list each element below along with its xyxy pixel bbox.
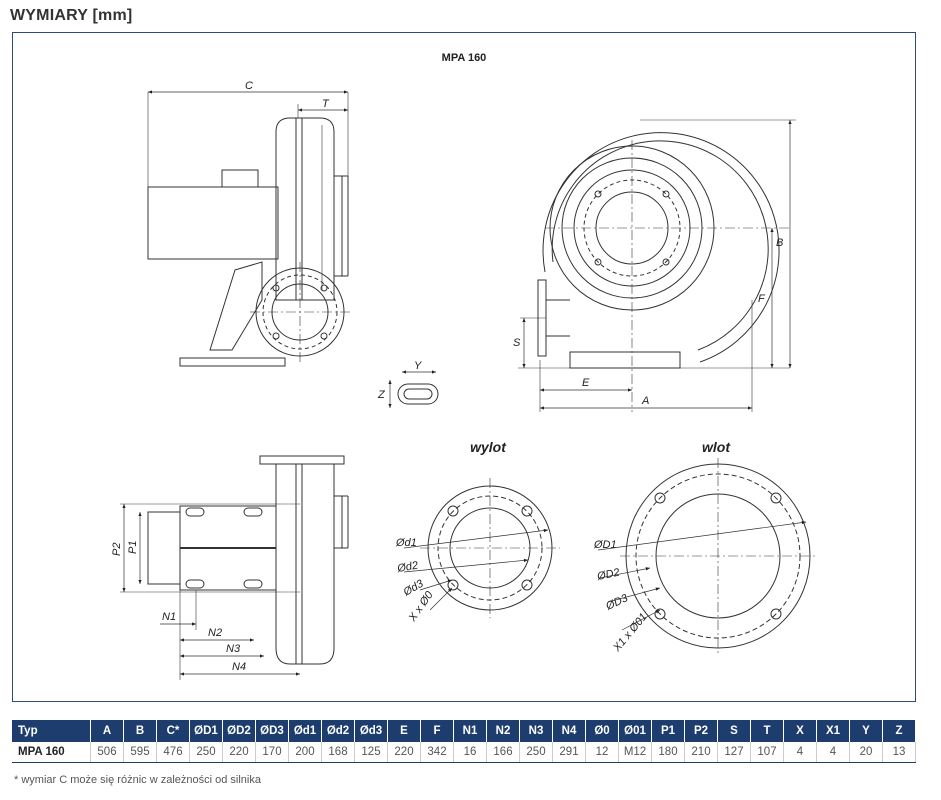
col-header: ØD3 xyxy=(255,720,289,742)
col-header: N2 xyxy=(486,720,520,742)
outlet-flange xyxy=(403,478,560,618)
dim-label-oD1: ØD1 xyxy=(593,539,617,551)
table-cell: M12 xyxy=(618,742,652,763)
table-cell: 250 xyxy=(519,742,553,763)
dim-label-s: S xyxy=(513,337,521,349)
col-header: ØD2 xyxy=(222,720,256,742)
dim-label-od2: Ød2 xyxy=(395,560,419,576)
col-header: X xyxy=(783,720,817,742)
table-header-row: Typ A B C* ØD1 ØD2 ØD3 Ød1 Ød2 Ød3 E F N… xyxy=(12,720,916,742)
col-header: T xyxy=(750,720,784,742)
col-header: Ø0 xyxy=(585,720,619,742)
inlet-flange xyxy=(597,458,816,654)
table-cell: 127 xyxy=(717,742,751,763)
col-header: ØD1 xyxy=(189,720,223,742)
col-header: Y xyxy=(849,720,883,742)
dim-label-x1-o01: X1 x Ø01 xyxy=(610,611,649,655)
model-label: MPA 160 xyxy=(442,52,487,64)
table-cell: 166 xyxy=(486,742,520,763)
col-header: Ød3 xyxy=(354,720,388,742)
table-cell: 291 xyxy=(552,742,586,763)
dim-label-p1: P1 xyxy=(127,541,139,554)
table-cell: 476 xyxy=(156,742,190,763)
col-header: N3 xyxy=(519,720,553,742)
dimensions-table: Typ A B C* ØD1 ØD2 ØD3 Ød1 Ød2 Ød3 E F N… xyxy=(12,720,916,763)
table-cell: 4 xyxy=(816,742,850,763)
col-header: X1 xyxy=(816,720,850,742)
table-row: MPA 160 506 595 476 250 220 170 200 168 … xyxy=(12,742,916,763)
col-header: P1 xyxy=(651,720,685,742)
col-header: N1 xyxy=(453,720,487,742)
table-cell: MPA 160 xyxy=(12,742,91,763)
technical-drawing: MPA 160 C T xyxy=(111,52,816,680)
table-cell: 220 xyxy=(222,742,256,763)
table-cell: 506 xyxy=(90,742,124,763)
dim-label-e: E xyxy=(582,377,590,389)
table-cell: 107 xyxy=(750,742,784,763)
table-cell: 168 xyxy=(321,742,355,763)
col-header: B xyxy=(123,720,157,742)
outlet-label: wylot xyxy=(470,439,507,455)
col-header: C* xyxy=(156,720,190,742)
col-header: Typ xyxy=(12,720,91,742)
col-header: S xyxy=(717,720,751,742)
side-view xyxy=(147,90,350,367)
table-cell: 12 xyxy=(585,742,619,763)
dim-label-n3: N3 xyxy=(226,643,241,655)
dim-label-n2: N2 xyxy=(208,627,222,639)
dim-label-y: Y xyxy=(414,360,422,372)
dim-label-c: C xyxy=(245,80,253,92)
drawing-frame xyxy=(12,32,916,702)
dim-label-oD2: ØD2 xyxy=(595,566,621,583)
col-header: Ød2 xyxy=(321,720,355,742)
front-view xyxy=(518,119,796,412)
table-cell: 180 xyxy=(651,742,685,763)
table-cell: 220 xyxy=(387,742,421,763)
col-header: E xyxy=(387,720,421,742)
dim-label-t: T xyxy=(322,98,330,110)
dim-label-f: F xyxy=(758,293,766,305)
dim-label-p2: P2 xyxy=(111,543,123,556)
table-cell: 595 xyxy=(123,742,157,763)
dim-label-od1: Ød1 xyxy=(395,537,417,549)
table-cell: 16 xyxy=(453,742,487,763)
table-cell: 20 xyxy=(849,742,883,763)
col-header: Ød1 xyxy=(288,720,322,742)
table-cell: 125 xyxy=(354,742,388,763)
table-cell: 210 xyxy=(684,742,718,763)
table-cell: 170 xyxy=(255,742,289,763)
table-cell: 200 xyxy=(288,742,322,763)
col-header: Ø01 xyxy=(618,720,652,742)
dim-label-oD3: ØD3 xyxy=(603,592,630,613)
footnote: * wymiar C może się różnic w zależności … xyxy=(14,774,261,786)
col-header: F xyxy=(420,720,454,742)
dim-label-n1: N1 xyxy=(162,611,176,623)
dim-label-n4: N4 xyxy=(232,661,246,673)
table-cell: 342 xyxy=(420,742,454,763)
table-cell: 13 xyxy=(882,742,916,763)
inlet-label: wlot xyxy=(702,439,731,455)
col-header: N4 xyxy=(552,720,586,742)
dim-label-a: A xyxy=(641,395,649,407)
slot-detail xyxy=(388,370,439,408)
section-title: WYMIARY [mm] xyxy=(10,7,133,24)
table-cell: 4 xyxy=(783,742,817,763)
col-header: P2 xyxy=(684,720,718,742)
col-header: A xyxy=(90,720,124,742)
table-cell: 250 xyxy=(189,742,223,763)
col-header: Z xyxy=(882,720,916,742)
dim-label-b: B xyxy=(776,237,783,249)
bottom-view xyxy=(120,455,349,680)
dim-label-z: Z xyxy=(377,389,386,401)
